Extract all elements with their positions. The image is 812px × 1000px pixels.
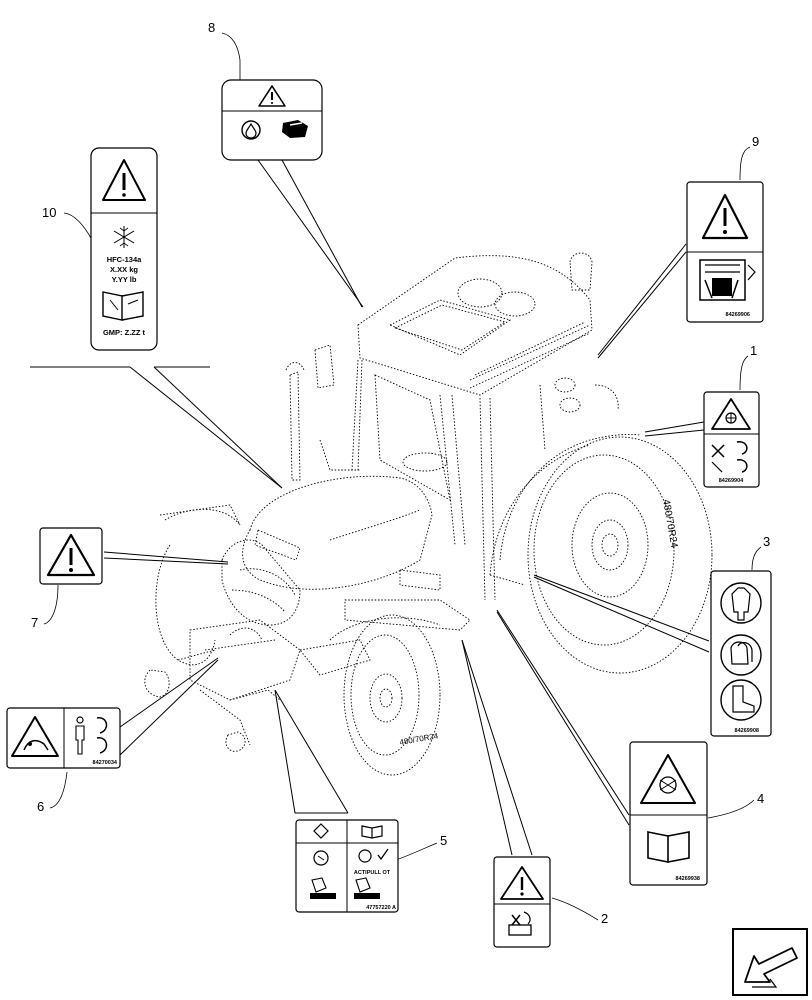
warning-triangle-icon <box>102 159 146 201</box>
cab-rops-icon <box>699 259 756 301</box>
rear-wheel-left <box>155 504 241 666</box>
decal-1: 84269904 <box>703 391 760 488</box>
rear-tyre-text: 480/70R24 <box>660 499 679 550</box>
callout-numbers: 8 9 10 1 3 7 4 6 5 2 <box>31 20 770 926</box>
decal-3-code: 84269908 <box>735 728 759 734</box>
decal-5-code: 47757220 A <box>366 905 396 911</box>
refrigerant-type: HFC-134a <box>107 255 142 264</box>
hood <box>221 475 433 626</box>
callout-6: 6 <box>37 799 44 814</box>
callout-3: 3 <box>763 534 770 549</box>
gauge-icon <box>313 850 329 866</box>
diamond-icon <box>313 823 329 839</box>
callout-1: 1 <box>750 343 757 358</box>
coverall-icon <box>720 582 762 624</box>
decal-1-code: 84269904 <box>719 478 744 484</box>
decal-7 <box>39 527 103 585</box>
hand-cloth-icon <box>282 120 308 138</box>
battery-hazard-icon <box>508 911 532 936</box>
callout-8: 8 <box>208 20 215 35</box>
callout-5: 5 <box>440 833 447 848</box>
manual-book-icon <box>102 291 144 321</box>
refrigerant-kg: X.XX kg <box>110 265 138 274</box>
decal-3: 84269908 <box>710 570 772 737</box>
decal-9-code: 84269906 <box>726 312 750 318</box>
decal-10: HFC-134a X.XX kg Y.YY lb GMP: Z.ZZ t <box>90 147 158 351</box>
gmp-value: GMP: Z.ZZ t <box>103 328 146 337</box>
warning-triangle-icon <box>258 85 286 107</box>
warning-triangle-icon <box>500 866 544 900</box>
decal-4-code: 84269938 <box>676 876 700 882</box>
decal-2 <box>493 856 551 948</box>
front-tyre-text: 480/70R24 <box>399 731 440 747</box>
decal-8 <box>221 79 323 161</box>
callout-9: 9 <box>752 134 759 149</box>
rear-wheel: 480/70R24 <box>527 436 713 674</box>
leader-lines <box>30 159 710 856</box>
callout-2: 2 <box>601 911 608 926</box>
no-hands-icon <box>711 441 748 473</box>
decal-5: ACTIPULL OT 47757220 A <box>295 819 399 913</box>
front-wheel: 480/70R24 <box>343 614 441 776</box>
arrow-down-left-icon <box>744 947 798 988</box>
decal-6: 84270034 <box>6 707 121 769</box>
manual-book-icon <box>361 825 383 839</box>
entanglement-hazard-icon <box>640 754 696 804</box>
boot-icon <box>720 679 762 721</box>
warning-triangle-icon <box>46 533 96 577</box>
refrigerant-lb: Y.YY lb <box>112 275 137 284</box>
tractor-drawing: 480/70R24 480/70R24 <box>144 252 713 776</box>
callout-7: 7 <box>31 615 38 630</box>
nav-arrow-button[interactable] <box>732 928 808 996</box>
callout-4: 4 <box>757 791 764 806</box>
warning-triangle-icon <box>701 193 749 240</box>
actipull-text: ACTIPULL OT <box>354 870 391 876</box>
hitch-icon <box>310 877 380 899</box>
gloves-icon <box>720 634 762 676</box>
rotating-hazard-icon <box>711 398 751 430</box>
crush-hazard-icon <box>11 716 59 757</box>
callout-10: 10 <box>42 205 56 220</box>
valve-check-icon <box>358 848 389 863</box>
decal-4: 84269938 <box>629 741 708 886</box>
manual-book-icon <box>647 831 690 863</box>
decal-9: 84269906 <box>686 181 764 323</box>
cab <box>351 252 619 601</box>
snowflake-icon <box>113 226 135 248</box>
person-keep-clear-icon <box>75 716 108 755</box>
decal-6-code: 84270034 <box>93 760 118 766</box>
fluid-drop-icon <box>241 120 261 140</box>
